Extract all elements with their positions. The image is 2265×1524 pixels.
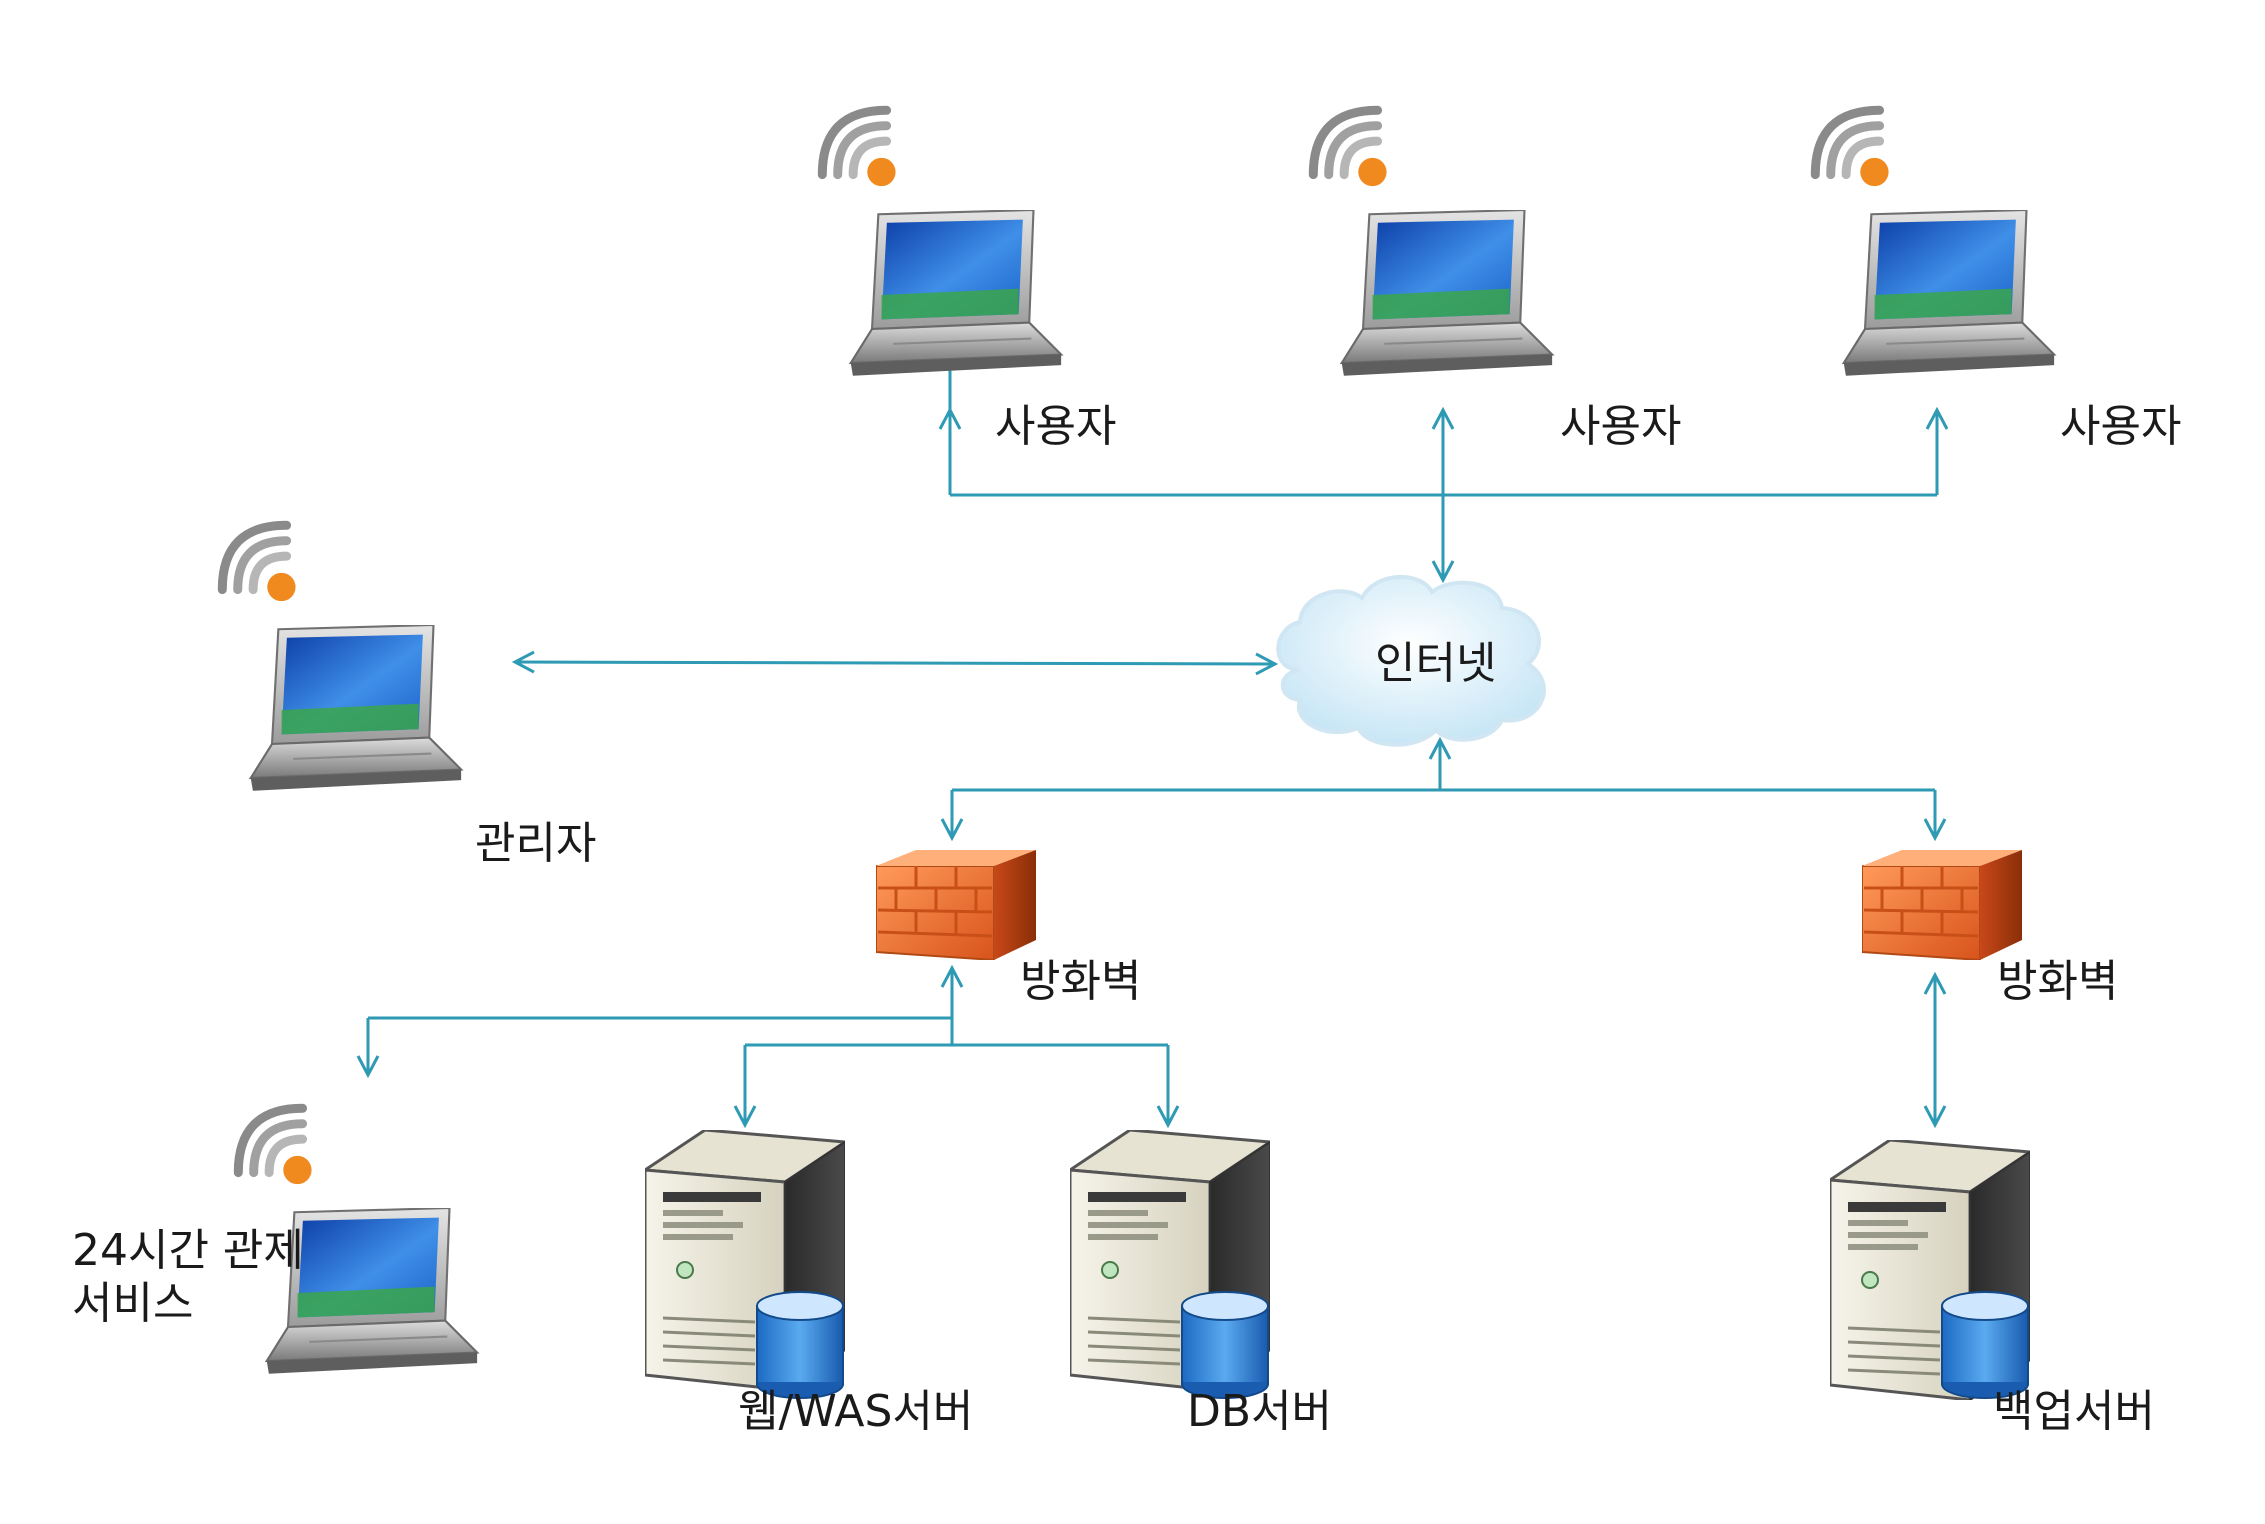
database-icon [1181,1291,1269,1399]
user-label: 사용자 [995,401,1117,452]
wifi-icon [1313,110,1386,186]
admin-label: 관리자 [475,818,597,869]
laptop-icon [1842,210,2056,378]
connectors [368,345,1937,1125]
firewall-label: 방화벽 [1997,956,2119,1007]
laptop-icon [849,210,1063,378]
wifi-icon [1815,110,1888,186]
user-label: 사용자 [1560,401,1682,452]
monitoring-label-line2: 서비스 [72,1277,194,1329]
database-icon [1941,1291,2029,1399]
wifi-icon [238,1108,311,1184]
monitoring-label: 24시간 관제 서비스 [72,1225,304,1331]
firewall-icon [876,850,1036,960]
wifi-icon [822,110,895,186]
database-icon [756,1291,844,1399]
firewall-label: 방화벽 [1020,956,1142,1007]
backup-server-label: 백업서버 [1993,1386,2155,1437]
cloud-icon [1276,575,1546,747]
connector-admin-internet [515,662,1275,664]
internet-label: 인터넷 [1375,638,1497,689]
web-server-label: 웹/WAS서버 [738,1386,974,1437]
monitoring-label-line1: 24시간 관제 [72,1225,304,1276]
wifi-icon [222,525,295,601]
user-label: 사용자 [2060,401,2182,452]
laptop-icon [249,625,463,793]
laptop-icon [1340,210,1554,378]
db-server-label: DB서버 [1187,1386,1333,1437]
firewall-icon [1862,850,2022,960]
